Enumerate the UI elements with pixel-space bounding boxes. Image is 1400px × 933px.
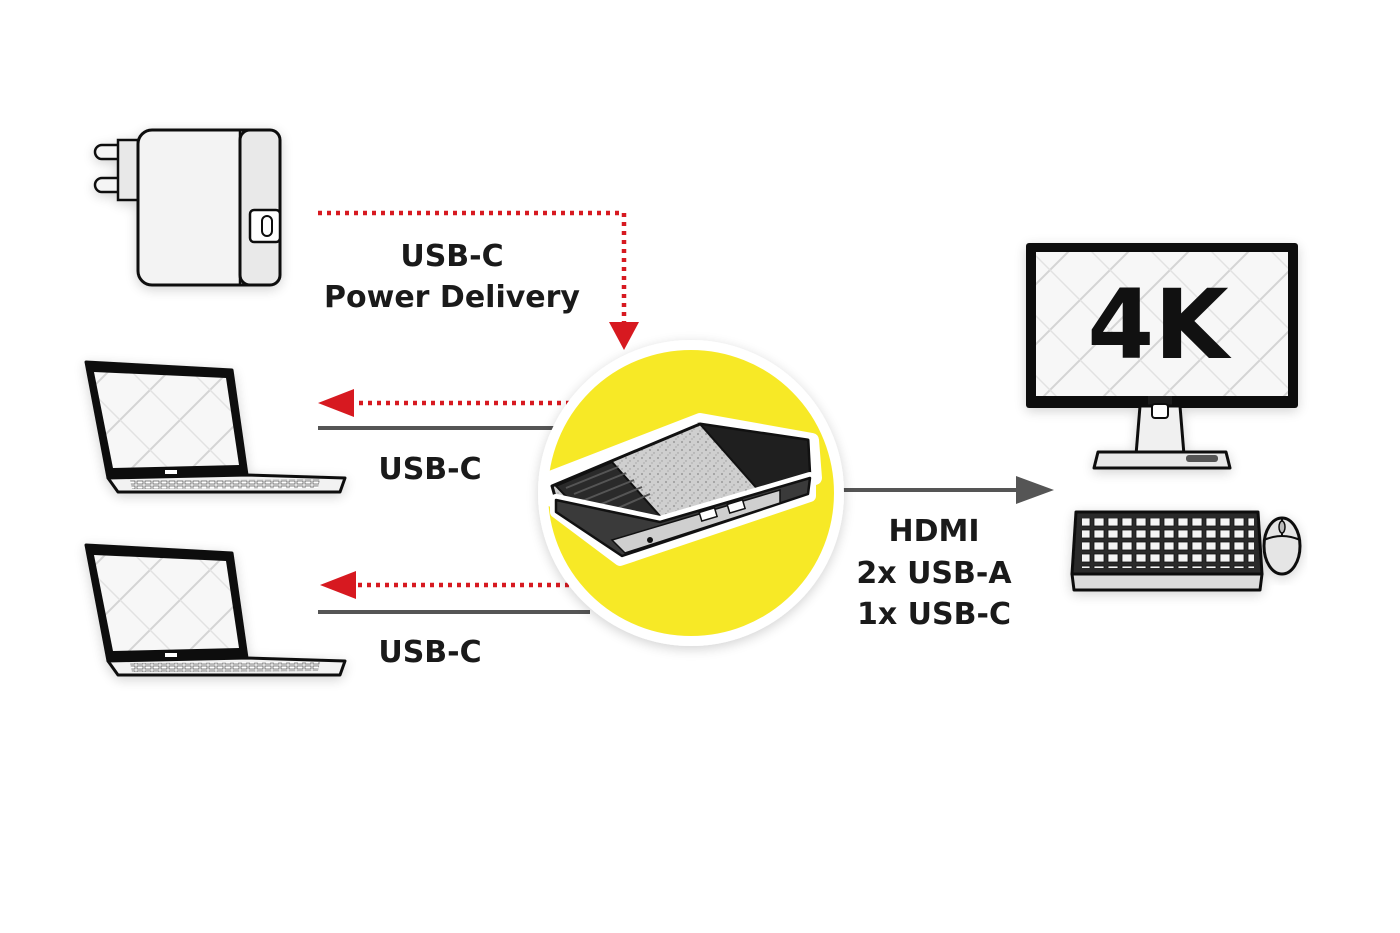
power-delivery-label-line2: Power Delivery [324,280,580,315]
laptop1-port-label: USB-C [378,452,481,487]
keyboard-icon [1070,510,1264,592]
power-delivery-label-line1: USB-C [400,239,503,274]
mouse-icon [1262,516,1302,576]
monitor-icon [1026,243,1298,470]
power-adapter-icon [93,128,282,287]
dock-hub-icon [543,413,822,566]
output-arrow [826,476,1054,504]
laptop2-power-arrow [320,571,578,599]
outputs-label-line1: HDMI [888,514,979,549]
outputs-label-line2: 2x USB-A [856,556,1012,591]
outputs-label-line3: 1x USB-C [857,597,1011,632]
power-delivery-arrow [318,210,639,350]
laptop2-port-label: USB-C [378,635,481,670]
laptop1-power-arrow [318,389,570,417]
laptop-icon [84,360,347,494]
monitor-resolution-label: 4K [1087,269,1232,381]
laptop-icon [84,543,347,677]
